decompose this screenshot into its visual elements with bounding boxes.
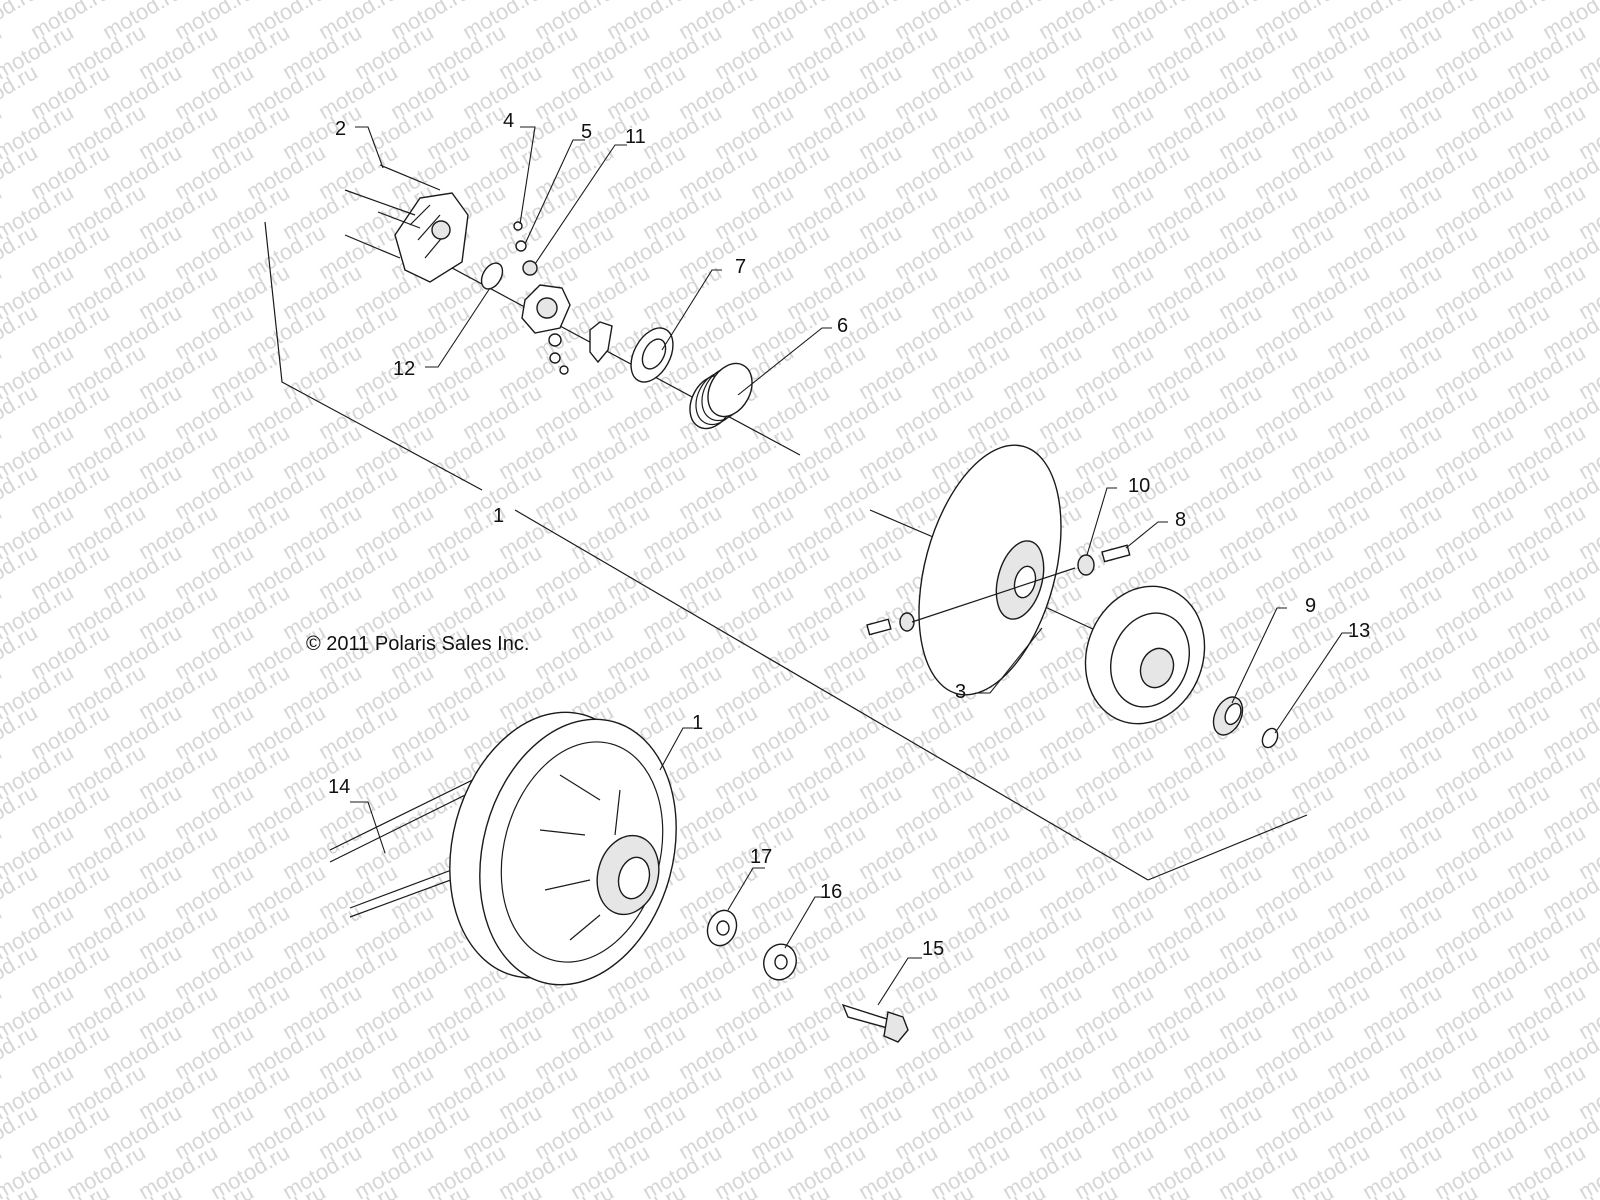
callout-8: 8 [1175, 509, 1186, 531]
watermark-text: motod.ru [1574, 0, 1600, 4]
bushing-10 [1077, 554, 1095, 576]
callout-17: 17 [750, 846, 772, 868]
callout-1-lower: 1 [692, 712, 703, 734]
callout-7: 7 [735, 256, 746, 278]
callout-9: 9 [1305, 595, 1316, 617]
washer-4 [513, 221, 523, 231]
callout-1-upper: 1 [493, 505, 504, 527]
callout-10: 10 [1128, 475, 1150, 497]
bushing-11 [522, 260, 538, 276]
copyright-notice: © 2011 Polaris Sales Inc. [306, 633, 529, 655]
callout-14: 14 [328, 776, 350, 798]
washer-5 [515, 240, 527, 252]
callout-12: 12 [393, 358, 415, 380]
callout-15: 15 [922, 938, 944, 960]
roller-c [559, 365, 569, 375]
roller-a [548, 333, 562, 347]
callout-5: 5 [581, 121, 592, 143]
callout-3: 3 [955, 681, 966, 703]
callout-11: 11 [625, 126, 646, 148]
callout-16: 16 [820, 881, 842, 903]
callout-4: 4 [503, 110, 514, 132]
roller-b [549, 352, 561, 364]
callout-6: 6 [837, 315, 848, 337]
callout-2: 2 [335, 118, 346, 140]
callout-13: 13 [1348, 620, 1370, 642]
